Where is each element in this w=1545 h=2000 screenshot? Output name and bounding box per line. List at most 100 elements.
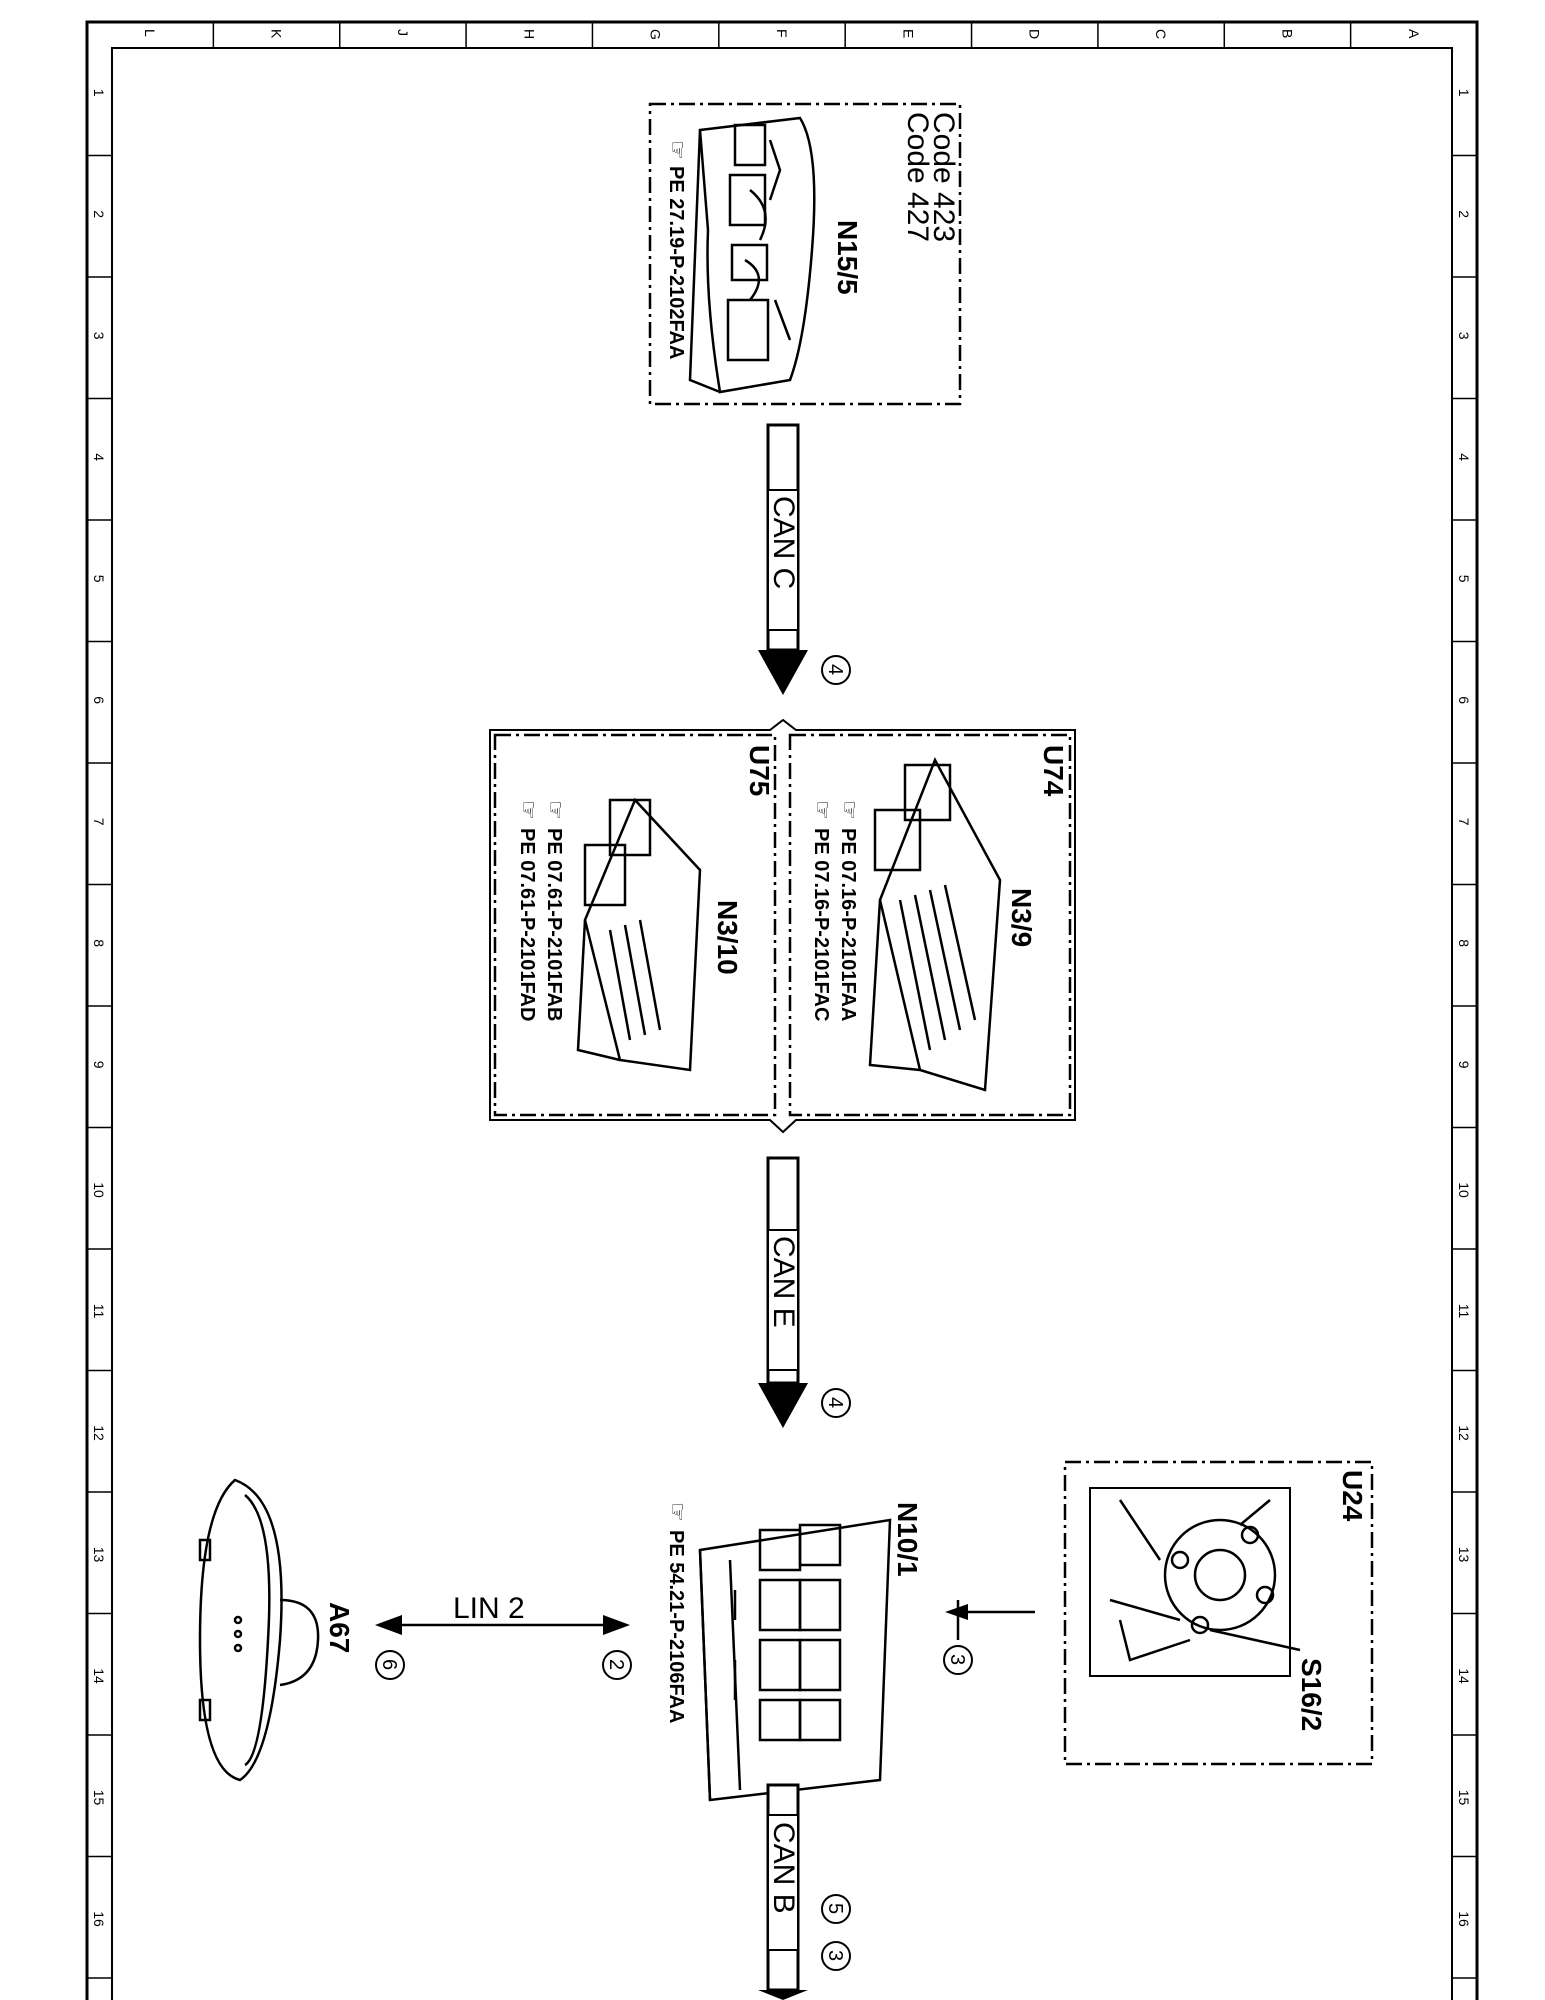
column-label: G — [648, 29, 664, 40]
lin-2-bus: LIN 2 6 2 — [375, 1592, 632, 1680]
can-b-marker-2-circle — [821, 1941, 851, 1971]
n3-9-designation: N3/9 — [1006, 888, 1037, 947]
n15-5-designation: N15/5 — [832, 220, 863, 295]
can-b-marker-1-circle — [821, 1894, 851, 1924]
row-label: 16 — [1456, 1911, 1472, 1927]
u24-block: U24 S16/2 — [1063, 1460, 1374, 1766]
n3-10-ref1: PE 07.61-P-2101FAB — [543, 828, 565, 1021]
inner-border — [111, 47, 1453, 2000]
row-label: 13 — [1456, 1547, 1472, 1563]
row-label: 11 — [91, 1304, 107, 1319]
row-label: 11 — [1456, 1304, 1472, 1319]
n10-1-module-illustration — [698, 1518, 892, 1802]
n3-9-ref2-icon: ☞ — [810, 800, 835, 820]
row-label: 12 — [1456, 1425, 1472, 1441]
row-label: 4 — [91, 453, 107, 461]
n3-10-ref1-icon: ☞ — [543, 800, 568, 820]
n15-5-dashed-border — [648, 102, 962, 406]
n3-9-ref1-icon: ☞ — [837, 800, 862, 820]
row-label: 1 — [91, 89, 107, 97]
column-label: A — [1406, 29, 1422, 39]
row-label: 10 — [91, 1182, 107, 1198]
column-label: D — [1027, 29, 1043, 39]
u24-dashed-border — [1063, 1460, 1374, 1766]
row-label: 2 — [1456, 210, 1472, 218]
column-label: B — [1279, 29, 1295, 38]
lin-2-left-marker: 6 — [378, 1659, 400, 1670]
n10-1-ref: PE 54.21-P-2106FAA — [665, 1530, 687, 1723]
column-label: K — [269, 29, 285, 39]
s16-2-designation: S16/2 — [1296, 1658, 1327, 1731]
n15-5-code-427: Code 427 — [901, 112, 934, 242]
row-label: 5 — [1456, 575, 1472, 583]
row-label: 5 — [91, 575, 107, 583]
row-label: 6 — [1456, 696, 1472, 704]
row-label: 16 — [91, 1911, 107, 1927]
column-label: H — [521, 29, 537, 39]
u75-dashed-border — [493, 733, 777, 1117]
n15-5-block: Code 423 Code 427 N15/5 ☞ PE 27.19-P-210… — [648, 102, 962, 406]
row-label: 3 — [91, 332, 107, 340]
row-label: 8 — [91, 939, 107, 947]
column-label: C — [1153, 29, 1169, 39]
row-label: 7 — [1456, 818, 1472, 826]
s16-2-switch-illustration — [1109, 1499, 1301, 1662]
can-c-marker-circle — [821, 655, 851, 685]
column-label: E — [900, 29, 916, 38]
n3-9-ref1: PE 07.16-P-2101FAA — [837, 828, 859, 1021]
a67-designation: A67 — [324, 1602, 355, 1653]
can-e-marker-circle — [821, 1388, 851, 1418]
can-c-label: CAN C — [767, 496, 800, 589]
u75-group-label: U75 — [744, 745, 775, 796]
row-label: 12 — [91, 1425, 107, 1441]
lin-2-left-marker-circle — [375, 1650, 405, 1680]
column-label: F — [774, 29, 790, 38]
u24-group-label: U24 — [1337, 1470, 1368, 1522]
lin-2-label: LIN 2 — [453, 1592, 525, 1625]
switch-signal-arrow: 3 — [943, 1600, 1035, 1675]
row-label: 3 — [1456, 332, 1472, 340]
n15-5-code-423: Code 423 — [927, 112, 960, 242]
column-label: J — [395, 29, 411, 36]
can-b-marker-2: 3 — [824, 1950, 846, 1961]
n10-1-block: N10/1 ☞ PE 54.21-P-2106FAA — [665, 1502, 923, 1802]
row-label: 10 — [1456, 1182, 1472, 1198]
row-label: 4 — [1456, 453, 1472, 461]
n10-1-designation: N10/1 — [892, 1502, 923, 1577]
n15-5-ref: PE 27.19-P-2102FAA — [665, 166, 687, 359]
row-label: 13 — [91, 1547, 107, 1563]
n15-5-ref-icon: ☞ — [665, 140, 690, 160]
can-c-bus: CAN C 4 — [758, 423, 851, 695]
row-label: 15 — [91, 1790, 107, 1806]
n10-1-ref-icon: ☞ — [665, 1502, 690, 1522]
row-label: 8 — [1456, 939, 1472, 947]
n15-5-module-illustration — [688, 116, 816, 394]
drawing-frame — [85, 20, 1479, 2000]
row-label: 1 — [1456, 89, 1472, 97]
can-b-marker-1: 5 — [824, 1903, 846, 1914]
lin-2-right-marker: 2 — [605, 1659, 627, 1670]
n3-9-module-illustration — [868, 757, 1002, 1092]
lin-2-right-marker-circle — [602, 1650, 632, 1680]
u74-block: U74 N3/9 ☞ PE 07.16-P-2101FAA ☞ PE 07.16… — [810, 745, 1069, 1092]
n3-9-ref2: PE 07.16-P-2101FAC — [810, 828, 832, 1021]
can-e-marker: 4 — [824, 1397, 846, 1408]
u74-group-label: U74 — [1038, 745, 1069, 797]
column-label: L — [142, 29, 158, 37]
n3-10-ref2-icon: ☞ — [516, 800, 541, 820]
switch-signal-marker: 3 — [946, 1654, 968, 1665]
engine-control-group — [489, 718, 1076, 1134]
n3-10-module-illustration — [576, 797, 702, 1072]
u74-dashed-border — [788, 733, 1072, 1117]
n3-10-designation: N3/10 — [712, 900, 743, 975]
u75-block: U75 N3/10 ☞ PE 07.61-P-2101FAB ☞ PE 07.6… — [516, 745, 775, 1072]
can-e-bus: CAN E 4 — [758, 1156, 851, 1428]
frame-grid-ticks — [87, 22, 1477, 1979]
can-c-marker: 4 — [824, 664, 846, 675]
can-e-label: CAN E — [767, 1236, 800, 1328]
switch-signal-marker-circle — [943, 1645, 973, 1675]
row-label: 9 — [91, 1061, 107, 1069]
row-label: 14 — [91, 1668, 107, 1684]
